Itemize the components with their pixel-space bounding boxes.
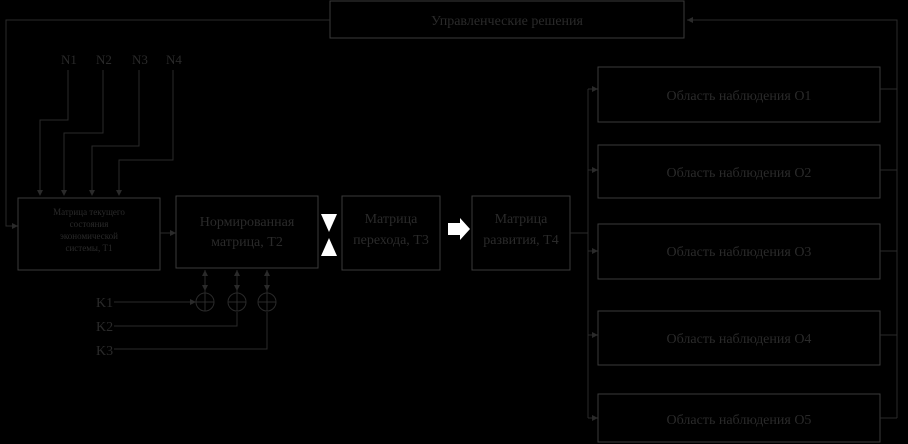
to-o4-head [592,332,598,338]
matrix-development-box [471,195,571,271]
matrix-current-line-2: состояния [70,219,109,229]
n2-line [63,70,104,192]
n4-line [118,70,174,192]
to-o5-head [592,415,598,421]
matrix-current-line-1: Матрица текущего [53,207,125,217]
management-decisions-box [329,0,685,39]
n2-arrow [61,190,67,196]
matrix-current-line-4: системы, T1 [66,243,113,253]
observation-area-2-label: Область наблюдения O2 [667,166,812,181]
feedback-arrow-left [12,223,18,229]
input-k1: K1 [96,296,113,311]
k1-head [190,299,196,305]
matrix-development-line-2: развития, T4 [483,233,558,248]
link-node3-up [264,270,270,276]
input-n1: N1 [61,52,77,67]
link-node2-up [234,270,240,276]
matrix-development-line-1: Матрица [495,212,549,227]
matrix-transition-line-1: Матрица [365,212,419,227]
link-node3-down [264,285,270,291]
observation-area-1-label: Область наблюдения O1 [667,89,812,104]
n3-line [91,70,140,192]
observation-area-5-label: Область наблюдения O5 [667,413,812,428]
link-node2-down [234,285,240,291]
input-k3: K3 [96,344,113,359]
link-node1-down [202,285,208,291]
link-node1-up [202,270,208,276]
observation-area-3-label: Область наблюдения O3 [667,245,812,260]
to-o1-head [592,86,598,92]
observation-area-2-box [597,144,881,199]
n4-arrow [116,190,122,196]
input-n2: N2 [96,52,112,67]
arrow-t1-t2-head [170,230,176,236]
input-n4: N4 [166,52,182,67]
observation-area-3-box [597,223,881,280]
matrix-norm-line-2: матрица, T2 [211,235,283,250]
observation-area-4-box [597,310,881,366]
observation-area-4-label: Область наблюдения O4 [667,332,812,347]
hourglass-bottom [321,238,337,256]
matrix-current-line-3: экономической [60,231,118,241]
k3-line [114,312,268,350]
observation-area-5-box [597,393,881,443]
n1-arrow [37,190,43,196]
matrix-norm-box [175,195,319,269]
feedback-arrow [687,17,693,23]
input-n3: N3 [132,52,148,67]
input-k2: K2 [96,320,113,335]
matrix-transition-box [341,195,441,271]
n3-arrow [89,190,95,196]
n1-line [39,70,69,192]
feedback-line-right [687,19,898,89]
matrix-current-box [17,197,161,271]
k2-line [114,312,238,327]
matrix-norm-line-1: Нормированная [200,215,295,230]
matrix-transition-line-2: перехода, T3 [353,233,429,248]
to-o2-head [592,167,598,173]
feedback-line-left [5,19,330,227]
white-arrow-t3-t4 [448,218,470,240]
to-o3-head [592,248,598,254]
hourglass-top [321,214,337,232]
observation-area-1-box [597,66,881,123]
management-decisions-label: Управленческие решения [431,14,584,29]
